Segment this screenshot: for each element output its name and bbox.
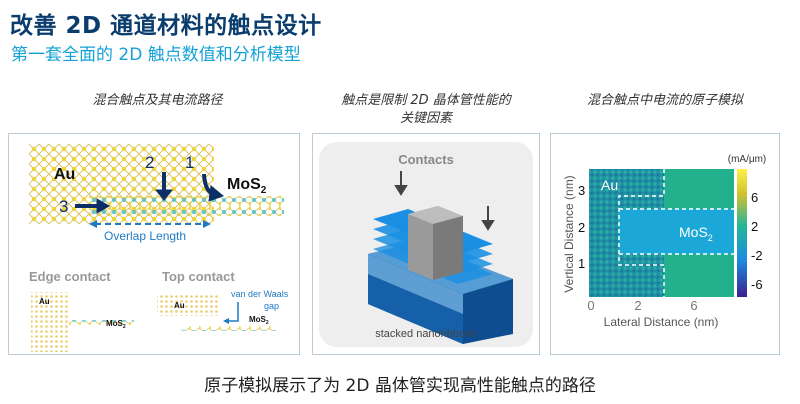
contacts-label: Contacts	[398, 152, 454, 167]
x-tick: 6	[690, 298, 697, 313]
colorbar-tick: 6	[751, 190, 758, 205]
colorbar-tick: 2	[751, 219, 758, 234]
panel-1-caption: 混合触点及其电流路径	[92, 93, 223, 108]
caption-line-2: 关键因素	[399, 111, 452, 126]
nanoribbon-panel: Contacts stacked nanoribbons	[312, 133, 540, 355]
current-density-map: Au MoS2 (mA/μm) 6 2 -2 -6 3 2 1 0 2 6 La…	[562, 154, 767, 329]
y-tick: 1	[578, 256, 585, 271]
colorbar	[737, 169, 747, 297]
x-tick: 2	[634, 298, 641, 313]
edge-contact-label: Edge contact	[29, 269, 111, 284]
y-tick: 3	[578, 183, 585, 198]
mos2-lattice	[89, 196, 284, 216]
top-au-label: Au	[174, 301, 185, 310]
panel-3-caption: 混合触点中电流的原子模拟	[586, 93, 743, 108]
page-subtitle: 第一套全面的 2D 触点数值和分析模型	[11, 45, 301, 65]
panel-2-caption: 触点是限制 2D 晶体管性能的关键因素	[312, 92, 540, 128]
current-path-arrows: 1 2 3	[59, 153, 224, 216]
vdw-gap-label-1: van der Waals	[231, 289, 289, 299]
edge-au-label: Au	[39, 297, 50, 306]
atomistic-simulation-panel: Au MoS2 (mA/μm) 6 2 -2 -6 3 2 1 0 2 6 La…	[550, 133, 780, 355]
x-axis-label: Lateral Distance (nm)	[604, 315, 719, 329]
colorbar-unit: (mA/μm)	[728, 154, 767, 165]
mos2-label: MoS2	[679, 224, 713, 243]
nanoribbon-transistor-illustration: Contacts stacked nanoribbons	[319, 142, 533, 347]
top-contact-label: Top contact	[162, 269, 235, 284]
edge-mos2-label: MoS2	[106, 319, 126, 330]
colorbar-tick: -2	[751, 248, 763, 263]
colorbar-tick: -6	[751, 277, 763, 292]
au-label: Au	[54, 166, 75, 183]
vdw-gap-label-2: gap	[264, 301, 279, 311]
path-1-label: 1	[185, 153, 194, 172]
path-3-label: 3	[59, 197, 68, 216]
x-tick: 0	[587, 298, 594, 313]
path-2-label: 2	[145, 153, 154, 172]
y-axis-label: Vertical Distance (nm)	[562, 175, 576, 292]
y-tick: 2	[578, 220, 585, 235]
mos2-label: MoS2	[227, 176, 267, 196]
gate-block	[408, 206, 463, 280]
hybrid-contact-illustration: Au MoS2 1 2 3 Overlap Length Edge contac…	[29, 144, 289, 352]
au-label: Au	[601, 177, 618, 193]
footer-caption: 原子模拟展示了为 2D 晶体管实现高性能触点的路径	[204, 376, 596, 396]
page-title: 改善 2D 通道材料的触点设计	[10, 13, 322, 39]
overlap-length-label: Overlap Length	[104, 229, 186, 243]
hybrid-contact-panel: Au MoS2 1 2 3 Overlap Length Edge contac…	[8, 133, 300, 355]
caption-line-1: 触点是限制 2D 晶体管性能的	[341, 93, 511, 108]
contact-arrows	[394, 171, 495, 231]
top-mos2-label: MoS2	[249, 315, 269, 326]
stacked-nanoribbons-label: stacked nanoribbons	[375, 328, 477, 340]
